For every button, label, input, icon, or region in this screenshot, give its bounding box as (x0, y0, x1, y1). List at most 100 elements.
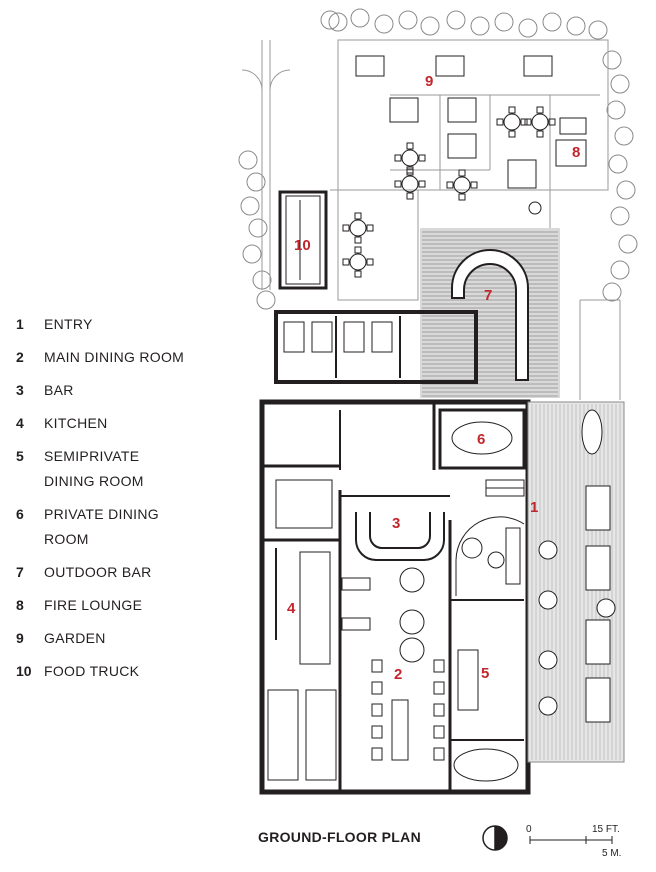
room-label-bar: 3 (392, 515, 400, 532)
chair (418, 154, 426, 162)
tree-icon (518, 18, 538, 38)
room-label-entry: 1 (530, 499, 538, 516)
tree-icon (588, 20, 608, 40)
legend-item: 5 SEMIPRIVATE DINING ROOM (16, 446, 216, 494)
scale-feet-label: 15 FT. (592, 824, 620, 835)
legend-number: 7 (16, 564, 24, 580)
lounge-seat (389, 97, 419, 123)
legend-number: 6 (16, 506, 24, 522)
legend-label: OUTDOOR BAR (44, 564, 152, 580)
tree-icon (602, 282, 622, 302)
north-arrow-icon (482, 825, 508, 851)
chair (496, 118, 504, 126)
patio-table (585, 619, 611, 665)
room-label-outdoor-bar: 7 (484, 287, 492, 304)
table (531, 113, 549, 131)
patio-table-round (538, 650, 558, 670)
legend-label: FOOD TRUCK (44, 663, 140, 679)
tree-icon (248, 218, 268, 238)
plan-caption: GROUND-FLOOR PLAN (258, 829, 421, 845)
room-labels: 1 2 3 4 5 6 7 8 9 10 (287, 73, 580, 683)
tree-icon (446, 10, 466, 30)
chair (394, 154, 402, 162)
tree-icon (610, 206, 630, 226)
table (349, 219, 367, 237)
site-lines (241, 39, 621, 400)
lounge-table (487, 551, 505, 569)
legend-number: 5 (16, 448, 24, 464)
scale-zero-label: 0 (526, 824, 532, 835)
chair (524, 118, 532, 126)
legend-item: 7 OUTDOOR BAR (16, 562, 216, 585)
chair (520, 118, 528, 126)
lounge-seat (447, 133, 477, 159)
patio-table-oval (581, 409, 603, 455)
booth-seat (433, 725, 445, 739)
dining-table-round (399, 567, 425, 593)
lounge-sofa (505, 527, 521, 585)
chair (536, 130, 544, 138)
booth-seat (433, 703, 445, 717)
dining-table-round (399, 609, 425, 635)
communal-table (391, 699, 409, 761)
patio-table-round (538, 696, 558, 716)
east-patio (527, 401, 625, 763)
tree-icon (542, 12, 562, 32)
legend-number: 10 (16, 663, 32, 679)
garden-table (523, 55, 553, 77)
dining-table-round (399, 637, 425, 663)
table (349, 253, 367, 271)
tree-icon (616, 180, 636, 200)
table (453, 176, 471, 194)
lounge-seat (447, 97, 477, 123)
booth-seat (371, 681, 383, 695)
patio-table (585, 677, 611, 723)
lounge-table (461, 537, 483, 559)
tree-icon (420, 16, 440, 36)
table (503, 113, 521, 131)
booth-seat (371, 659, 383, 673)
patio-table-round (596, 598, 616, 618)
legend-number: 8 (16, 597, 24, 613)
tree-icon (238, 150, 258, 170)
patio-table (585, 485, 611, 531)
scale-bar (529, 836, 613, 844)
chair (354, 246, 362, 254)
chair (470, 181, 478, 189)
chair (508, 130, 516, 138)
chair (406, 168, 414, 176)
booth-seat (371, 703, 383, 717)
tree-icon (246, 172, 266, 192)
dining-table (341, 617, 371, 631)
legend-label: SEMIPRIVATE DINING ROOM (44, 448, 144, 489)
scale-meters-label: 5 M. (602, 848, 622, 859)
main-building (259, 399, 531, 795)
tree-icon (614, 126, 634, 146)
booth-seat (371, 725, 383, 739)
legend-label: GARDEN (44, 630, 106, 646)
table (401, 175, 419, 193)
private-dining-table (451, 421, 513, 455)
table (401, 149, 419, 167)
chair (354, 236, 362, 244)
chair (508, 106, 516, 114)
booth-seat (433, 681, 445, 695)
semiprivate-tables (453, 649, 519, 782)
chair (366, 224, 374, 232)
fire-lounge (507, 117, 587, 215)
room-label-kitchen: 4 (287, 600, 296, 617)
legend-label: MAIN DINING ROOM (44, 349, 185, 365)
outdoor-bar-deck (420, 228, 560, 398)
chair (418, 180, 426, 188)
room-label-fire-lounge: 8 (572, 144, 580, 161)
tree-icon (618, 234, 638, 254)
chair (394, 180, 402, 188)
entry-stair (485, 479, 525, 497)
